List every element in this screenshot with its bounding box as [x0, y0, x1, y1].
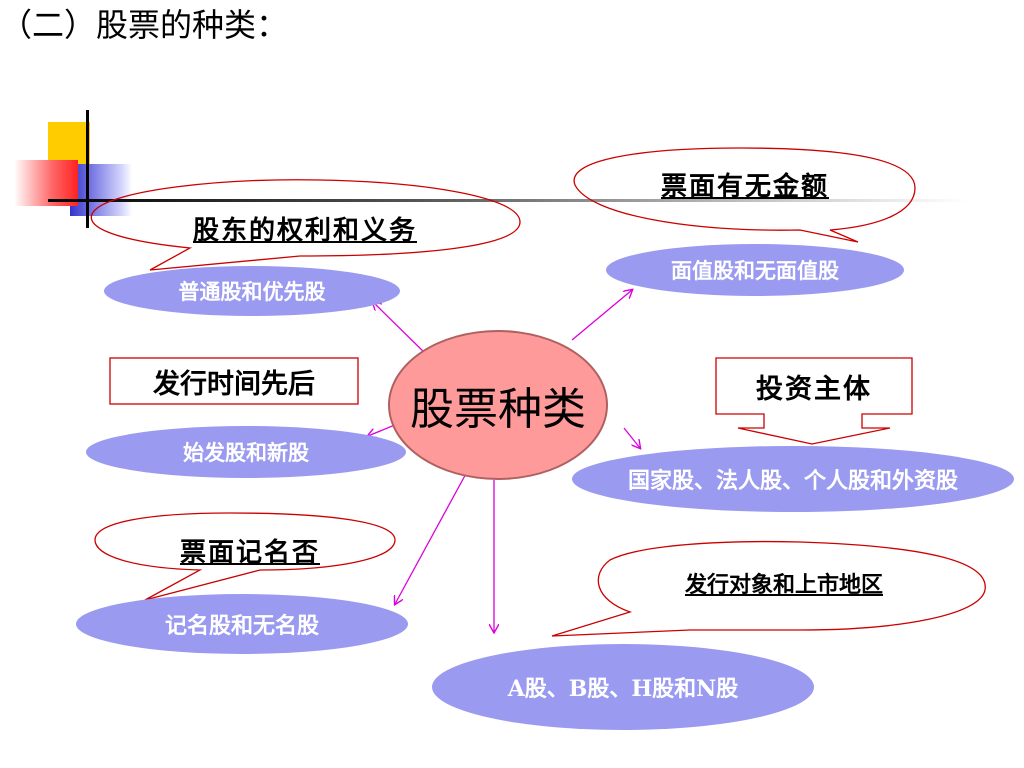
callout-issue-target — [551, 540, 986, 637]
node-listing: A股、B股、H股和N股 — [432, 644, 814, 730]
callout-face-amount — [573, 147, 916, 243]
decor-red-square — [14, 160, 78, 206]
arrow-common-preferred — [373, 302, 431, 359]
center-node: 股票种类 — [388, 330, 608, 480]
callout-rights — [90, 179, 521, 271]
criteria-name-on-ticket: 票面记名否 — [179, 538, 320, 568]
criteria-investor-subject: 投资主体 — [756, 373, 872, 405]
node-registered: 记名股和无名股 — [76, 594, 408, 654]
node-common-preferred: 普通股和优先股 — [104, 266, 400, 316]
criteria-issue-time: 发行时间先后 — [153, 368, 315, 400]
node-investor: 国家股、法人股、个人股和外资股 — [572, 446, 1014, 512]
criteria-issue-target: 发行对象和上市地区 — [684, 572, 883, 598]
callout-name-on-ticket — [94, 512, 396, 601]
decor-blue-square — [70, 164, 132, 216]
decor-yellow-square — [48, 122, 90, 164]
node-original-new: 始发股和新股 — [86, 426, 406, 478]
criteria-rights: 股东的权利和义务 — [192, 216, 417, 246]
decor-horizontal-line — [48, 199, 968, 202]
criteria-face-amount: 票面有无金额 — [660, 172, 829, 202]
arrow-face-value — [571, 290, 632, 341]
node-face-value: 面值股和无面值股 — [606, 244, 904, 296]
arrow-registered — [395, 469, 469, 604]
page-title: （二）股票的种类： — [0, 6, 289, 44]
box-issue-time — [109, 357, 359, 405]
decor-vertical-line — [86, 110, 89, 228]
arrow-investor — [623, 427, 640, 448]
box-investor-subject — [715, 357, 913, 445]
